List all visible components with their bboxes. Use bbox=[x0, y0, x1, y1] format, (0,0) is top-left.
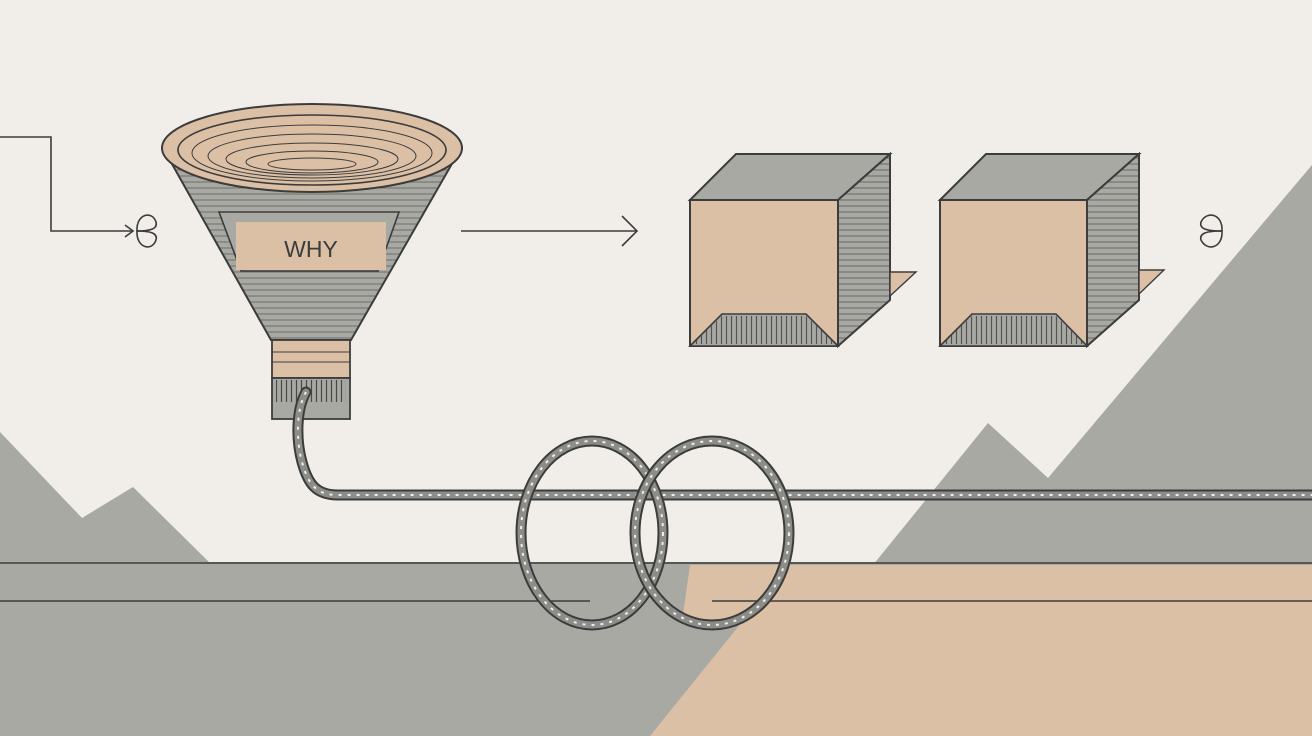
funnel-to-boxes-arrow bbox=[461, 215, 639, 247]
input-bean-marker-icon bbox=[136, 214, 158, 248]
right-mountains bbox=[873, 165, 1312, 565]
funnel-label: WHY bbox=[284, 236, 338, 262]
box-left bbox=[687, 151, 918, 349]
funnel-label-plate bbox=[236, 222, 386, 270]
funnel-inner-lines bbox=[191, 124, 433, 182]
box-right bbox=[937, 151, 1166, 349]
input-connector bbox=[0, 136, 135, 238]
rope-loop-icon bbox=[292, 386, 1312, 631]
right-bean-marker-icon bbox=[1199, 214, 1223, 248]
left-mountains bbox=[0, 432, 212, 565]
